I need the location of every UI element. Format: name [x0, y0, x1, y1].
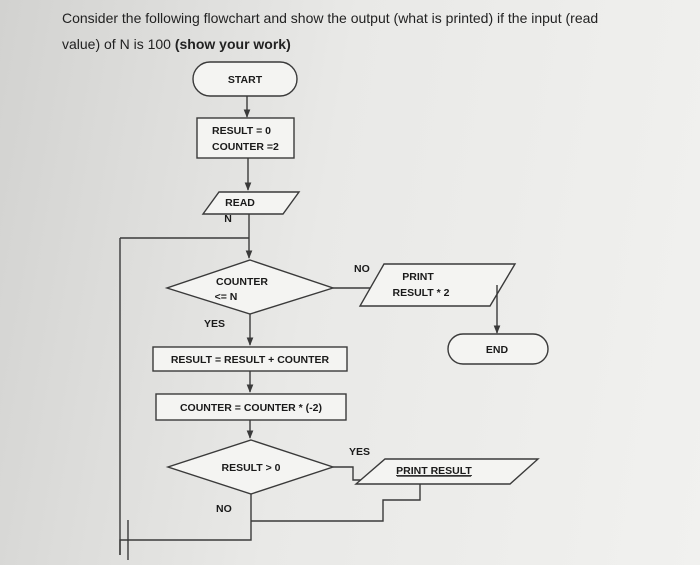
- assign-counter-label: COUNTER = COUNTER * (-2): [180, 402, 322, 414]
- start-terminal: [192, 61, 298, 97]
- question-emphasis: (show your work): [174, 36, 291, 52]
- print-return-line: [251, 484, 421, 522]
- print1-line-1: PRINT: [402, 271, 434, 283]
- assign-counter-process: [155, 393, 347, 421]
- yes-label-1: YES: [204, 318, 225, 330]
- start-label: START: [228, 74, 263, 86]
- yes-label-2: YES: [349, 446, 370, 458]
- no-loop-line: [119, 494, 252, 555]
- no-label-1: NO: [354, 263, 370, 275]
- print2-label: PRINT RESULT: [396, 465, 472, 477]
- question-line-1: Consider the following flowchart and sho…: [62, 10, 599, 26]
- decision1-line-1: COUNTER: [216, 276, 268, 288]
- print1-line-2: RESULT * 2: [393, 287, 450, 299]
- read-input: [201, 191, 301, 215]
- init-line-1: RESULT = 0: [212, 125, 271, 137]
- decision1-line-2: <= N: [215, 291, 238, 303]
- no-label-2: NO: [216, 503, 232, 515]
- read-label: READ: [225, 197, 255, 209]
- question-line-2: value) of N is 100 (show your work): [62, 36, 291, 52]
- print-result-times-2: [358, 263, 517, 307]
- assign-result-label: RESULT = RESULT + COUNTER: [171, 354, 330, 366]
- decision2-label: RESULT > 0: [221, 462, 280, 474]
- init-process: [196, 117, 295, 159]
- end-terminal: [447, 333, 549, 365]
- print-result: [354, 458, 540, 485]
- assign-result-process: [152, 346, 348, 372]
- question-text: value) of N is 100: [62, 36, 175, 52]
- init-line-2: COUNTER =2: [212, 141, 279, 153]
- end-label: END: [486, 344, 509, 356]
- read-variable: N: [224, 213, 232, 225]
